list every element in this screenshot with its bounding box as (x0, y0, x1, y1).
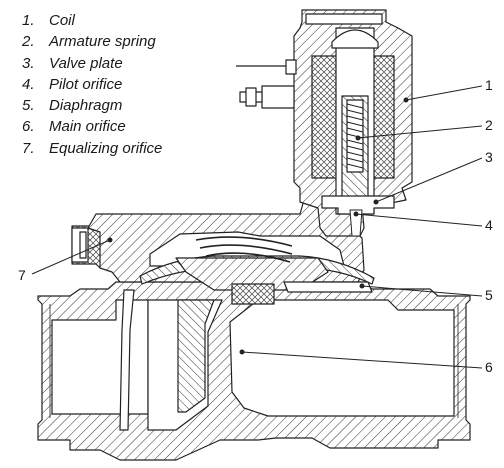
disc-stem (231, 283, 275, 305)
coil-connector (236, 59, 297, 109)
leader-2 (357, 125, 483, 139)
clamp-ring (283, 281, 373, 293)
coil (311, 55, 339, 179)
housing-top-cap (305, 13, 383, 25)
outlet-bore (229, 299, 455, 417)
callout-number-6: 6 (485, 359, 493, 375)
equalizing-passage (119, 289, 135, 431)
callout-number-3: 3 (485, 149, 493, 165)
legend-item-7: 7.Equalizing orifice (22, 139, 163, 157)
legend-item-2: 2.Armature spring (22, 33, 156, 51)
leader-6 (241, 351, 483, 369)
leader-3 (375, 157, 483, 203)
callout-number-1: 1 (485, 77, 493, 93)
fitting-hex (79, 231, 87, 259)
parts-legend: 1.Coil 2.Armature spring 3.Valve plate 4… (22, 10, 162, 159)
main-spring (195, 236, 293, 263)
callout-number-2: 2 (485, 117, 493, 133)
callout-number-4: 4 (485, 217, 493, 233)
leader-7 (31, 239, 111, 275)
armature-top (331, 29, 379, 49)
legend-item-6: 6.Main orifice (22, 118, 126, 136)
callout-number-5: 5 (485, 287, 493, 303)
legend-item-5: 5.Diaphragm (22, 97, 123, 115)
leader-4 (355, 213, 483, 227)
legend-item-4: 4.Pilot orifice (22, 75, 123, 93)
leader-1 (405, 85, 483, 101)
legend-item-1: 1.Coil (22, 12, 75, 29)
legend-item-3: 3.Valve plate (22, 54, 123, 72)
leader-5 (361, 285, 483, 297)
pilot-orifice (349, 209, 363, 237)
callout-number-7: 7 (18, 267, 26, 283)
flow-baffle (177, 299, 215, 413)
spring-coils (346, 103, 364, 169)
